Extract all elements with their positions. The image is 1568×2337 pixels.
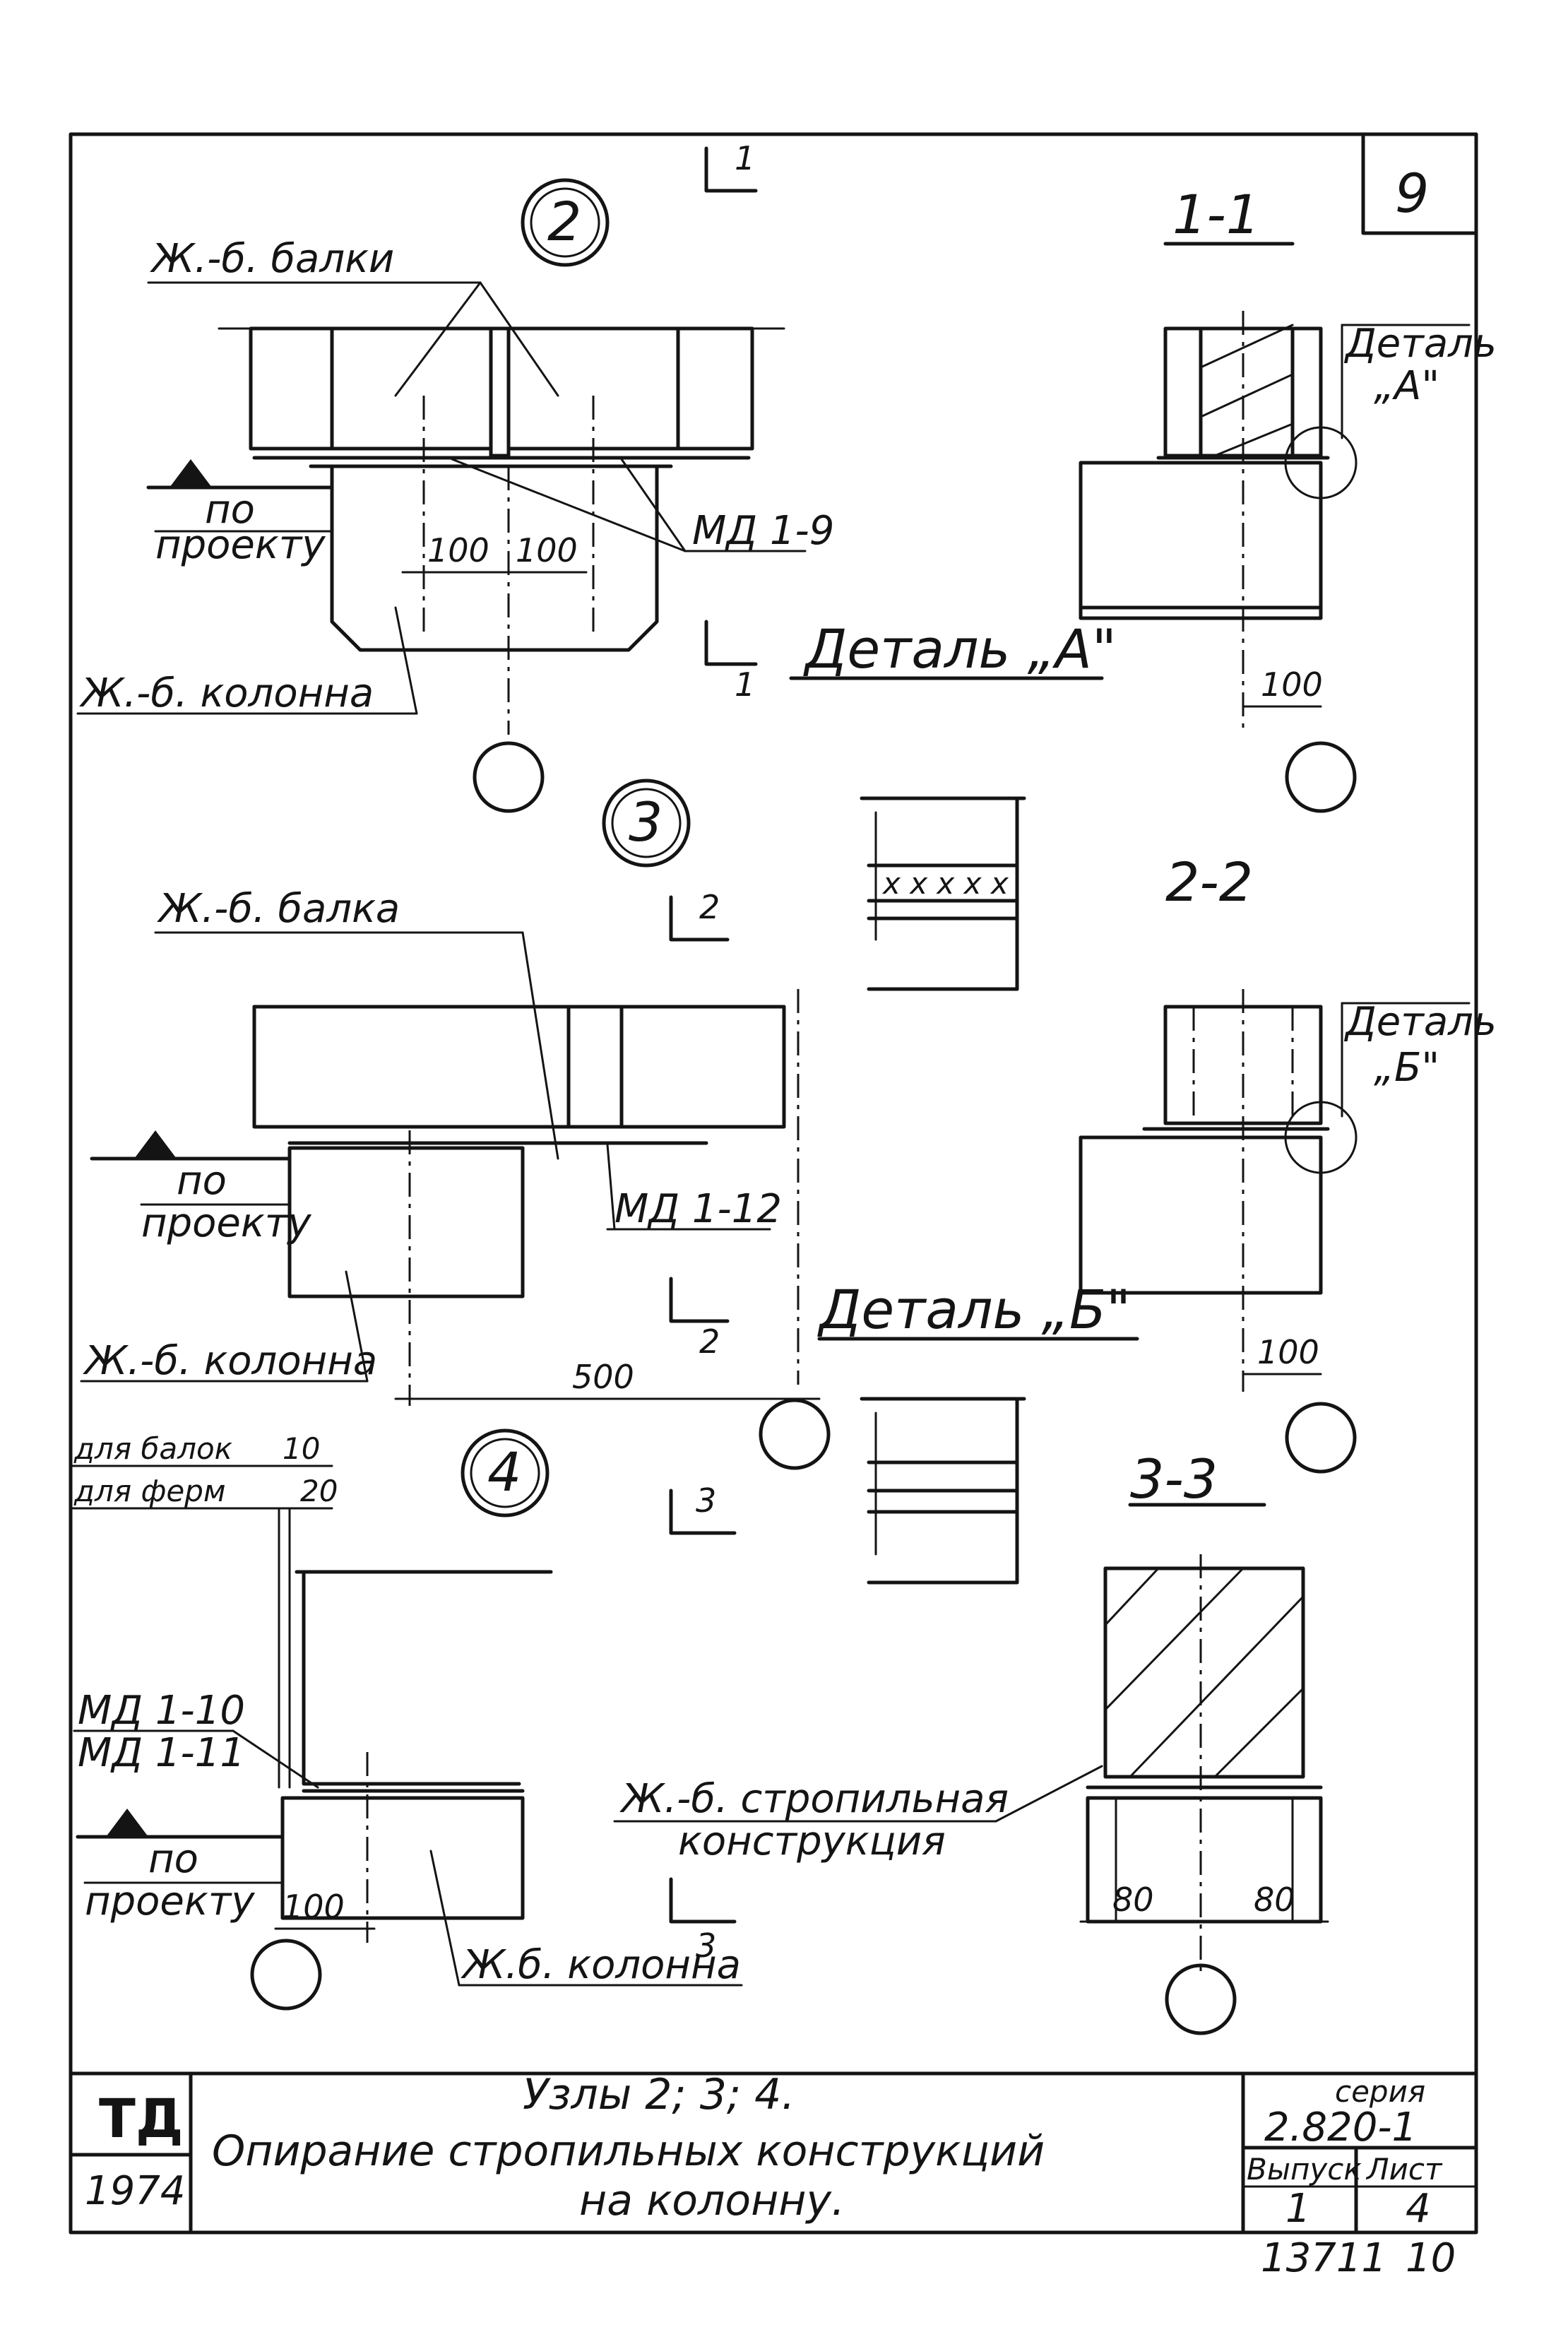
sheet-number: 9 [1395, 162, 1429, 225]
node-4-rafter-label-2: конструкция [678, 1818, 946, 1864]
node-2-dim-right: 100 [516, 531, 578, 569]
drawing-year: 1974 [85, 2168, 186, 2214]
detail-a-reference: Деталь „А" [803, 617, 1117, 680]
publisher-logo: ТД [99, 2087, 184, 2150]
section-2-2-detail-label-1: Деталь [1343, 999, 1497, 1045]
sheet-number-box: 9 [1361, 132, 1478, 235]
node-2-drawing: 2 Ж.-б. балки по проекту 100 100 [76, 139, 1117, 813]
section-1-1-title: 1-1 [1172, 183, 1260, 246]
sheet-frame [69, 132, 1478, 2235]
node-4-level-label-1: по [148, 1836, 198, 1882]
section-3-3-title: 3-3 [1130, 1448, 1218, 1510]
node-4-drawing: 4 для балок 10 для ферм 20 МД 1-10 МД 1-… [69, 1428, 1103, 2011]
section-2-2-detail-label-2: „Б" [1374, 1045, 1439, 1091]
node-4-cut-mark-bottom: 3 [696, 1927, 716, 1965]
node-3-level-label-1: по [177, 1158, 227, 1204]
issue-label: Выпуск [1247, 2152, 1362, 2187]
node-3-level-label-2: проекту [141, 1200, 311, 1246]
drawing-title-line-3: на колонну. [579, 2176, 845, 2225]
node-2-level-label-2: проекту [155, 522, 326, 568]
detail-a-sketch: x x x x x [860, 796, 1026, 991]
node-2-dim-left: 100 [427, 531, 489, 569]
node-3-part-label: МД 1-12 [614, 1186, 782, 1232]
node-3-cut-mark-top: 2 [699, 888, 720, 926]
node-2-cut-mark-bottom: 1 [735, 665, 755, 704]
series-value: 2.820-1 [1264, 2105, 1417, 2150]
drawing-title-line-1: Узлы 2; 3; 4. [523, 2070, 795, 2119]
detail-b-reference: Деталь „Б" [817, 1278, 1131, 1341]
node-2-level-label-1: по [205, 487, 255, 533]
sheet-value: 4 [1406, 2186, 1431, 2232]
svg-text:x x x x x: x x x x x [881, 866, 1009, 901]
node-4-marker: 4 [487, 1440, 521, 1503]
section-1-1-detail-label-2: „А" [1374, 363, 1439, 409]
section-2-2: 2-2 Деталь „Б" 100 Деталь „Б" [817, 851, 1497, 1474]
node-2-column-label: Ж.-б. колонна [79, 670, 374, 716]
archive-sheet: 10 [1406, 2235, 1456, 2281]
issue-value: 1 [1285, 2186, 1311, 2232]
node-2-beams-label: Ж.-б. балки [150, 236, 394, 282]
node-3-cut-mark-bottom: 2 [699, 1323, 720, 1361]
node-4-column-label: Ж.б. колонна [461, 1942, 741, 1988]
node-3-dim: 500 [572, 1358, 634, 1396]
section-3-3: 3-3 80 80 [1079, 1448, 1329, 2035]
node-2-marker: 2 [547, 190, 581, 253]
node-4-note-beams-value: 10 [283, 1431, 320, 1466]
node-4-dim: 100 [283, 1888, 345, 1926]
drawing-title-line-2: Опирание стропильных конструкций [212, 2126, 1045, 2176]
node-4-note-trusses: для ферм [73, 1474, 226, 1508]
node-3-column-label: Ж.-б. колонна [83, 1338, 377, 1384]
node-3-beam-label: Ж.-б. балка [157, 886, 400, 932]
section-1-1: 1-1 Деталь „А" 100 [1079, 183, 1497, 813]
node-4-rafter-label-1: Ж.-б. стропильная [619, 1776, 1009, 1822]
sheet-label: Лист [1365, 2152, 1443, 2187]
section-2-2-title: 2-2 [1165, 851, 1253, 913]
title-block: ТД 1974 Узлы 2; 3; 4. Опирание стропильн… [69, 2070, 1478, 2281]
node-4-note-trusses-value: 20 [300, 1474, 338, 1508]
node-2-part-label: МД 1-9 [692, 508, 834, 554]
node-4-part-label-2: МД 1-11 [78, 1730, 245, 1776]
node-2-cut-mark-top: 1 [735, 139, 755, 177]
node-4-note-beams: для балок [73, 1431, 233, 1466]
node-3-marker: 3 [629, 791, 663, 853]
node-4-cut-mark-top: 3 [696, 1481, 716, 1520]
node-3-drawing: 3 Ж.-б. балка по проекту МД 1-12 Ж.-б. к… [80, 779, 831, 1470]
section-3-3-dim-right: 80 [1254, 1881, 1295, 1919]
series-label: серия [1335, 2074, 1425, 2109]
node-4-part-label-1: МД 1-10 [78, 1688, 245, 1734]
section-3-3-dim-left: 80 [1112, 1881, 1154, 1919]
detail-b-sketch [860, 1397, 1026, 1585]
archive-number: 13711 [1261, 2235, 1386, 2281]
section-2-2-dim: 100 [1257, 1333, 1319, 1371]
section-1-1-detail-label-1: Деталь [1343, 321, 1497, 367]
section-1-1-dim: 100 [1261, 665, 1323, 704]
node-4-level-label-2: проекту [85, 1879, 255, 1924]
